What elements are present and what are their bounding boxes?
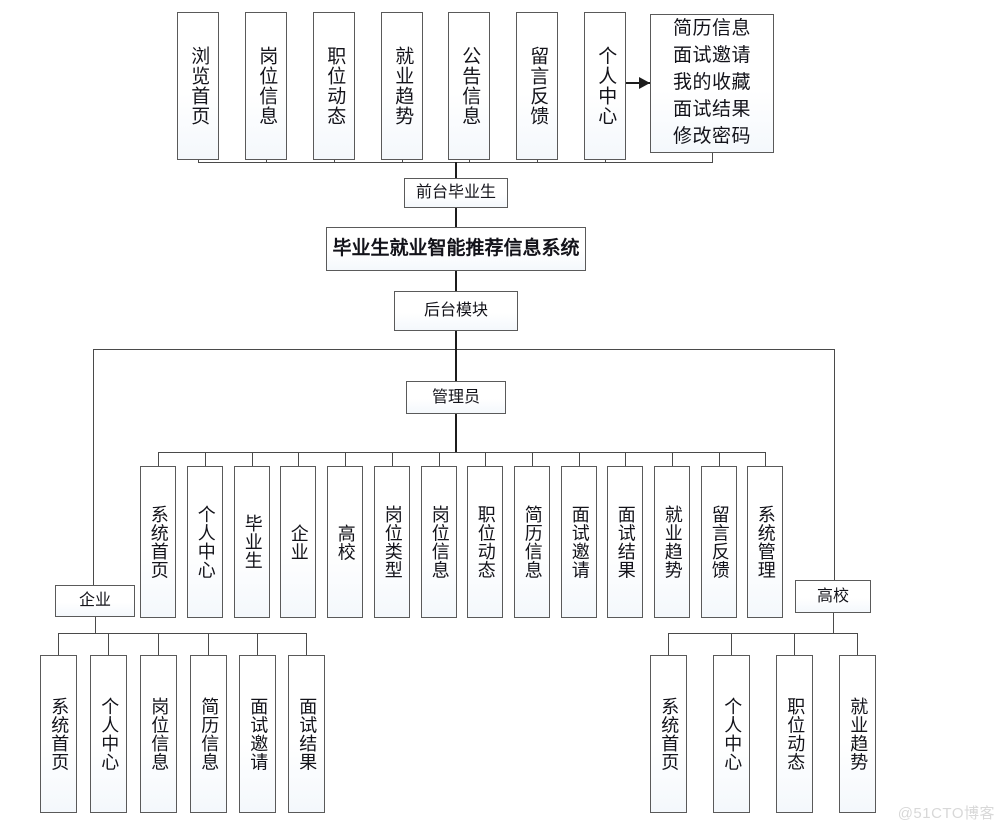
connector-stub — [298, 452, 299, 466]
admin-drop — [455, 349, 457, 381]
connector-stub — [108, 633, 109, 655]
connector-stub — [392, 452, 393, 466]
connector-stub — [306, 633, 307, 655]
connector-stub — [857, 633, 858, 655]
connector-stub — [252, 452, 253, 466]
admin-item-11[interactable]: 就业趋势 — [654, 466, 690, 618]
admin-item-3[interactable]: 企业 — [280, 466, 316, 618]
enterprise-item-4[interactable]: 面试邀请 — [239, 655, 276, 813]
connector-stub — [794, 633, 795, 655]
connector-stub — [485, 452, 486, 466]
connector-stub — [402, 160, 403, 163]
university-item-0[interactable]: 系统首页 — [650, 655, 687, 813]
connector-stub — [668, 633, 669, 655]
enterprise-node[interactable]: 企业 — [55, 585, 135, 617]
university-item-1[interactable]: 个人中心 — [713, 655, 750, 813]
enterprise-branch-line — [93, 349, 94, 586]
university-branch-line — [834, 349, 835, 586]
enterprise-item-3[interactable]: 简历信息 — [190, 655, 227, 813]
admin-item-8[interactable]: 简历信息 — [514, 466, 550, 618]
connector-stub — [208, 633, 209, 655]
admin-item-1[interactable]: 个人中心 — [187, 466, 223, 618]
connector-stub — [605, 160, 606, 163]
connector-stub — [266, 160, 267, 163]
backend-drop — [455, 331, 457, 349]
frontend-item-5[interactable]: 留言反馈 — [516, 12, 558, 160]
enterprise-item-1[interactable]: 个人中心 — [90, 655, 127, 813]
connector-stub — [205, 452, 206, 466]
admin-bus — [158, 452, 766, 453]
frontend-item-4[interactable]: 公告信息 — [448, 12, 490, 160]
admin-item-4[interactable]: 高校 — [327, 466, 363, 618]
admin-to-bus-line — [455, 414, 457, 452]
admin-item-9[interactable]: 面试邀请 — [561, 466, 597, 618]
admin-item-5[interactable]: 岗位类型 — [374, 466, 410, 618]
enterprise-bus — [58, 633, 307, 634]
admin-item-2[interactable]: 毕业生 — [234, 466, 270, 618]
connector-stub — [712, 153, 713, 163]
connector-stub — [345, 452, 346, 466]
university-bus — [668, 633, 858, 634]
enterprise-item-0[interactable]: 系统首页 — [40, 655, 77, 813]
connector-stub — [439, 452, 440, 466]
watermark: @51CTO博客 — [897, 805, 995, 822]
admin-node[interactable]: 管理员 — [406, 381, 506, 414]
connector-stub — [198, 160, 199, 163]
connector-stub — [532, 452, 533, 466]
connector-stub — [257, 633, 258, 655]
backend-node[interactable]: 后台模块 — [394, 291, 518, 331]
admin-item-12[interactable]: 留言反馈 — [701, 466, 737, 618]
university-drop — [833, 613, 834, 633]
frontend-to-root-line — [455, 208, 457, 227]
root-to-backend-line — [455, 271, 457, 291]
root-system-node[interactable]: 毕业生就业智能推荐信息系统 — [326, 227, 586, 271]
university-item-2[interactable]: 职位动态 — [776, 655, 813, 813]
frontend-item-0[interactable]: 浏览首页 — [177, 12, 219, 160]
connector-stub — [719, 452, 720, 466]
enterprise-item-5[interactable]: 面试结果 — [288, 655, 325, 813]
connector-stub — [731, 633, 732, 655]
enterprise-drop — [95, 617, 96, 633]
connector-stub — [625, 452, 626, 466]
connector-stub — [537, 160, 538, 163]
connector-stub — [158, 633, 159, 655]
frontend-item-3[interactable]: 就业趋势 — [381, 12, 423, 160]
connector-stub — [579, 452, 580, 466]
admin-item-7[interactable]: 职位动态 — [467, 466, 503, 618]
frontend-item-6[interactable]: 个人中心 — [584, 12, 626, 160]
admin-item-10[interactable]: 面试结果 — [607, 466, 643, 618]
connector-stub — [469, 160, 470, 163]
frontend-item-2[interactable]: 职位动态 — [313, 12, 355, 160]
connector-stub — [334, 160, 335, 163]
backend-wide-bus — [93, 349, 835, 350]
university-item-3[interactable]: 就业趋势 — [839, 655, 876, 813]
connector-stub — [672, 452, 673, 466]
personal-center-arrow-line — [626, 82, 650, 84]
frontend-node[interactable]: 前台毕业生 — [404, 178, 508, 208]
admin-item-6[interactable]: 岗位信息 — [421, 466, 457, 618]
frontend-drop — [455, 162, 457, 178]
personal-center-detail-box[interactable]: 简历信息 面试邀请 我的收藏 面试结果 修改密码 — [650, 14, 774, 153]
admin-item-13[interactable]: 系统管理 — [747, 466, 783, 618]
admin-item-0[interactable]: 系统首页 — [140, 466, 176, 618]
enterprise-item-2[interactable]: 岗位信息 — [140, 655, 177, 813]
connector-stub — [765, 452, 766, 466]
connector-stub — [58, 633, 59, 655]
connector-stub — [158, 452, 159, 466]
frontend-item-1[interactable]: 岗位信息 — [245, 12, 287, 160]
personal-center-arrow-head — [639, 77, 650, 89]
university-node[interactable]: 高校 — [795, 580, 871, 613]
